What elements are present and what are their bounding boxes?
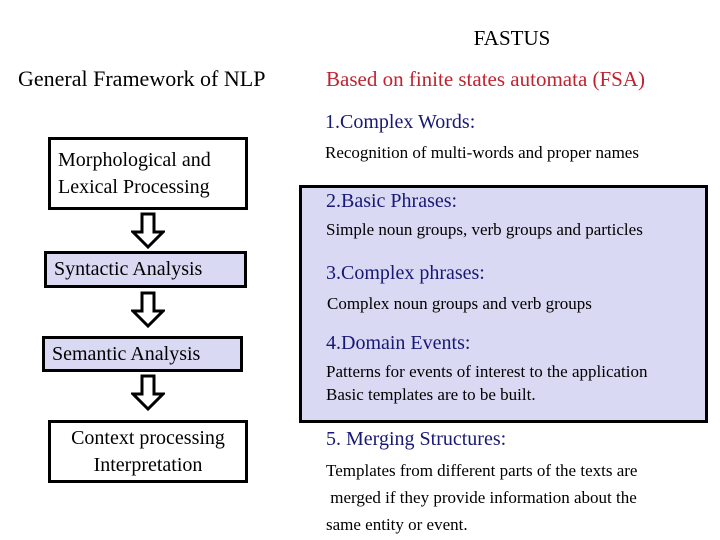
pipeline-box-label-line: Lexical Processing (58, 175, 210, 198)
pipeline-box-label-line: Morphological and (58, 148, 211, 171)
step-body-line: Recognition of multi-words and proper na… (325, 143, 639, 162)
pipeline-box-morphological-lexical: Morphological and Lexical Processing (48, 137, 248, 210)
step-body-line: Patterns for events of interest to the a… (326, 362, 648, 381)
step-body: Complex noun groups and verb groups (327, 292, 592, 315)
pipeline-box-label-line: Semantic Analysis (52, 342, 201, 365)
step-body-line: merged if they provide information about… (326, 488, 637, 507)
pipeline-box-syntactic-analysis: Syntactic Analysis (44, 251, 247, 288)
right-column-heading: Based on finite states automata (FSA) (326, 67, 646, 91)
down-arrow-icon (131, 212, 165, 250)
step-body-line: Templates from different parts of the te… (326, 461, 638, 480)
step-body: Templates from different parts of the te… (326, 457, 637, 538)
pipeline-box-semantic-analysis: Semantic Analysis (42, 336, 243, 372)
step-body: Recognition of multi-words and proper na… (325, 141, 639, 164)
basic-phrases-group-box (299, 185, 708, 423)
step-body-line: same entity or event. (326, 515, 468, 534)
step-body-line: Simple noun groups, verb groups and part… (326, 220, 643, 239)
step-body: Patterns for events of interest to the a… (326, 360, 648, 406)
step-heading-complex-words: 1.Complex Words: (325, 111, 476, 133)
step-body-line: Basic templates are to be built. (326, 385, 536, 404)
step-heading-domain-events: 4.Domain Events: (326, 332, 471, 354)
pipeline-box-label-line: Interpretation (93, 453, 203, 476)
down-arrow-icon (131, 291, 165, 329)
left-column-heading: General Framework of NLP (18, 66, 266, 91)
step-heading-complex-phrases: 3.Complex phrases: (326, 262, 485, 284)
pipeline-box-context-processing: Context processing Interpretation (48, 420, 248, 483)
step-body: Simple noun groups, verb groups and part… (326, 218, 643, 241)
step-heading-basic-phrases: 2.Basic Phrases: (326, 190, 458, 212)
step-heading-merging-structures: 5. Merging Structures: (326, 428, 507, 450)
pipeline-box-label-line: Context processing (71, 426, 225, 449)
step-body-line: Complex noun groups and verb groups (327, 294, 592, 313)
down-arrow-icon (131, 374, 165, 412)
slide-title: FASTUS (473, 26, 551, 50)
pipeline-box-label-line: Syntactic Analysis (54, 258, 203, 280)
